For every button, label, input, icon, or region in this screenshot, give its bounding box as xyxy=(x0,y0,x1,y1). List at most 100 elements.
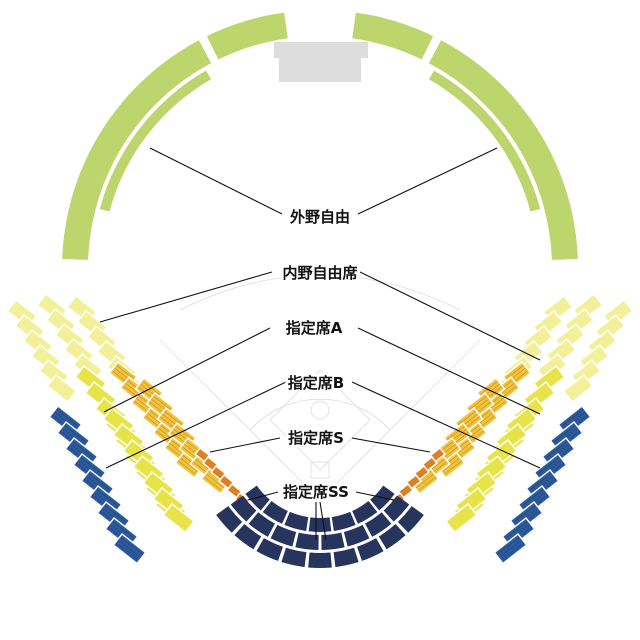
infield-diamond xyxy=(269,369,371,471)
seat-row-line xyxy=(479,381,498,396)
seat-row-line xyxy=(505,365,524,380)
seat-row-line xyxy=(418,471,428,478)
seat-row-line xyxy=(206,473,224,488)
seat-row-line xyxy=(116,542,139,561)
seat-row-line xyxy=(418,476,436,491)
leader-s-l xyxy=(209,437,281,453)
seat-row-line xyxy=(204,476,222,491)
seat-row-line xyxy=(204,462,214,469)
seat-row-line xyxy=(468,396,487,411)
pitcher-mound xyxy=(310,400,330,420)
ss-seat-block xyxy=(333,547,359,568)
seat-block xyxy=(429,446,446,463)
leader-ss-c2 xyxy=(319,501,327,541)
seat-row-line xyxy=(433,451,442,459)
ss-seat-block xyxy=(343,524,370,547)
ss-seat-block xyxy=(321,532,345,550)
outfield-stand[interactable] xyxy=(62,5,578,260)
right-infield-stand[interactable] xyxy=(389,292,634,565)
leader-outfield-r xyxy=(357,147,498,215)
leader-a-r xyxy=(357,327,541,415)
ss-seat-block xyxy=(365,512,392,537)
baseball-field xyxy=(159,274,481,501)
scoreboard-bottom xyxy=(279,58,361,82)
outfield-strip-left xyxy=(99,70,211,212)
left-stand-blocks xyxy=(6,292,251,565)
leader-naiya-r xyxy=(359,271,541,361)
seat-row-line xyxy=(442,457,460,472)
leader-a-l xyxy=(103,327,271,413)
seat-row-line xyxy=(198,451,207,459)
seat-row-line xyxy=(561,409,584,427)
seat-row-line xyxy=(416,467,425,475)
seat-row-line xyxy=(112,521,135,539)
seat-row-line xyxy=(199,449,208,457)
seat-row-line xyxy=(222,478,231,486)
outfield-band-main xyxy=(62,10,578,260)
leader-b-r xyxy=(351,381,541,469)
seat-row-line xyxy=(215,467,224,475)
seat-row-line xyxy=(178,460,196,475)
seat-row-line xyxy=(410,480,420,487)
ss-seat-block xyxy=(216,506,243,533)
seat-row-line xyxy=(409,478,418,486)
ss-seat-block xyxy=(357,538,384,561)
seat-row-line xyxy=(434,453,444,460)
seat-row-line xyxy=(446,426,465,441)
ss-seat-block xyxy=(230,495,257,522)
seat-row-line xyxy=(64,425,87,443)
seat-row-line xyxy=(104,505,127,523)
seat-row-line xyxy=(180,457,198,472)
scoreboard-top xyxy=(274,42,368,58)
label-shitei-a: 指定席A xyxy=(286,319,343,337)
seat-block-fill xyxy=(46,373,78,404)
leader-outfield-l xyxy=(149,147,283,215)
seat-block xyxy=(562,373,594,404)
seat-row-line xyxy=(231,485,240,493)
seat-row-line xyxy=(175,426,194,441)
ss-stand[interactable] xyxy=(216,485,424,568)
seat-row-line xyxy=(424,458,433,466)
seat-block-fill xyxy=(562,373,594,404)
ss-seat-block xyxy=(256,538,283,561)
seat-row-line xyxy=(153,396,172,411)
seat-row-line xyxy=(425,460,434,468)
seat-block xyxy=(493,532,528,565)
seat-row-line xyxy=(214,469,223,477)
seat-row-line xyxy=(220,480,230,487)
seat-row-line xyxy=(444,460,462,475)
seat-row-line xyxy=(505,521,528,539)
seat-row-line xyxy=(88,473,111,491)
leader-b-l xyxy=(105,381,287,469)
seat-row-line xyxy=(212,471,222,478)
seat-row-line xyxy=(196,453,206,460)
seat-row-line xyxy=(164,411,183,426)
seat-row-line xyxy=(80,457,103,475)
seat-block xyxy=(444,502,478,534)
seat-row-line xyxy=(537,457,560,475)
seat-row-line xyxy=(230,487,239,495)
seat-row-line xyxy=(529,473,552,491)
ss-seat-block xyxy=(352,501,378,524)
leader-s-r xyxy=(351,437,431,453)
seat-block xyxy=(413,464,430,481)
seat-row-line xyxy=(400,485,409,493)
ss-seat-block xyxy=(281,547,307,568)
leader-naiya-l xyxy=(99,271,273,323)
ss-seat-block xyxy=(397,506,424,533)
ss-seat-block xyxy=(308,517,332,533)
outfield-gap-left xyxy=(196,32,221,69)
left-infield-stand[interactable] xyxy=(6,292,251,565)
seat-row-line xyxy=(501,542,524,561)
label-shitei-ss: 指定席SS xyxy=(283,483,349,501)
seat-row-line xyxy=(426,462,436,469)
outfield-notch-top xyxy=(283,5,357,45)
seat-block-fill xyxy=(444,502,478,534)
seat-row-line xyxy=(206,460,215,468)
seat-row-line xyxy=(118,539,141,558)
seat-row-line xyxy=(497,537,520,555)
leader-lines xyxy=(99,147,541,541)
seat-row-line xyxy=(72,441,95,459)
seat-row-line xyxy=(457,411,476,426)
seat-row-line xyxy=(96,489,119,507)
